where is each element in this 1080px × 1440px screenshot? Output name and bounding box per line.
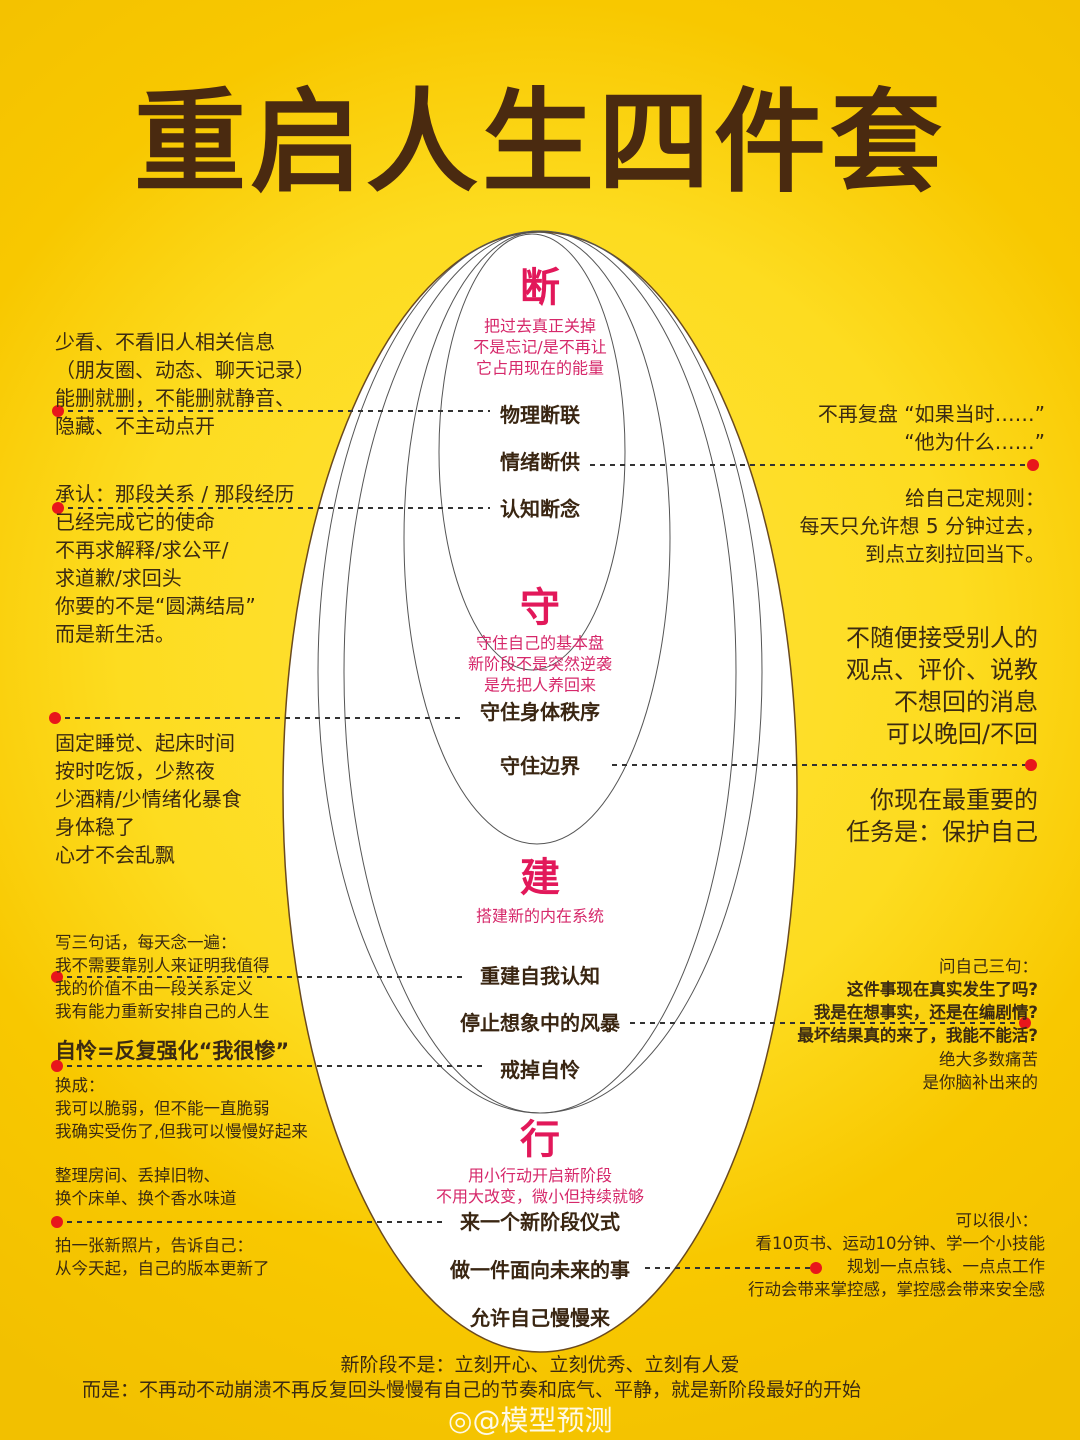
red-dot — [1019, 1017, 1031, 1029]
item-future-action: 做一件面向未来的事 — [450, 1258, 630, 1282]
section-head-guard: 守 — [520, 585, 560, 631]
note-future-intro: 可以很小： — [955, 1211, 1039, 1230]
item-emotional-cutoff: 情绪断供 — [500, 450, 580, 474]
item-stop-storm: 停止想象中的风暴 — [460, 1011, 620, 1035]
weibo-icon: ◎ — [448, 1404, 473, 1437]
red-dot — [51, 1060, 63, 1072]
note-future-3: 行动会带来掌控感，掌控感会带来安全感 — [748, 1280, 1045, 1299]
note-future-1: 看10页书、运动10分钟、学一个小技能 — [755, 1234, 1046, 1253]
red-dot — [1027, 459, 1039, 471]
note-emotion-b: 给自己定规则： 每天只允许想 5 分钟过去， 到点立刻拉回当下。 — [799, 486, 1045, 566]
note-self-cognition: 写三句话，每天念一遍： 我不需要靠别人来证明我值得 我的价值不由一段关系定义 我… — [55, 933, 270, 1021]
red-dot — [49, 712, 61, 724]
cut-ellipse — [438, 233, 626, 671]
red-dot — [52, 502, 64, 514]
section-head-cut: 断 — [520, 265, 560, 311]
item-cognitive-cutoff: 认知断念 — [500, 497, 580, 521]
note-pity: 换成： 我可以脆弱，但不能一直脆弱 我确实受伤了,但我可以慢慢好起来 — [55, 1076, 308, 1141]
page-title: 重启人生四件套 — [134, 78, 946, 208]
watermark-text: @模型预测 — [472, 1404, 613, 1437]
section-subtitle-build: 搭建新的内在系统 — [475, 906, 604, 926]
red-dot — [52, 405, 64, 417]
note-future-2: 规划一点点钱、一点点工作 — [847, 1257, 1045, 1276]
red-dot — [51, 1216, 63, 1228]
item-ritual: 来一个新阶段仪式 — [460, 1210, 620, 1234]
section-subtitle-guard: 守住自己的基本盘 新阶段不是突然逆袭 是先把人养回来 — [467, 633, 612, 695]
note-cognitive: 承认：那段关系 / 那段经历 已经完成它的使命 不再求解释/求公平/ 求道歉/求… — [55, 482, 295, 646]
build-ellipse-inner — [343, 230, 737, 1114]
item-quit-self-pity: 戒掉自怜 — [500, 1058, 580, 1082]
note-storm-end: 绝大多数痛苦 是你脑补出来的 — [922, 1050, 1039, 1092]
watermark-logo: ◎@模型预测 — [448, 1405, 612, 1437]
section-subtitle-act: 用小行动开启新阶段 不用大改变，微小但持续就够 — [435, 1166, 644, 1206]
item-physical-disconnect: 物理断联 — [500, 403, 580, 427]
item-body-order: 守住身体秩序 — [480, 700, 600, 724]
note-physical: 少看、不看旧人相关信息 （朋友圈、动态、聊天记录） 能删就删，不能删就静音、 隐… — [55, 330, 315, 438]
red-dot — [1025, 759, 1037, 771]
red-dot — [810, 1262, 822, 1274]
item-self-cognition: 重建自我认知 — [480, 964, 600, 988]
note-body: 固定睡觉、起床时间 按时吃饭，少熬夜 少酒精/少情绪化暴食 身体稳了 心才不会乱… — [55, 731, 242, 867]
note-storm-questions: 这件事现在真实发生了吗? 我是在想事实，还是在编剧情? 最坏结果真的来了，我能不… — [797, 980, 1038, 1045]
footer-line-1: 新阶段不是：立刻开心、立刻优秀、立刻有人爱 — [340, 1354, 740, 1376]
note-emotion-a: 不再复盘 “如果当时……” “他为什么……” — [817, 402, 1045, 454]
section-head-build: 建 — [520, 855, 560, 901]
section-subtitle-cut: 把过去真正关掉 不是忘记/是不再让 它占用现在的能量 — [473, 316, 607, 378]
footer-line-2: 而是：不再动不动崩溃不再反复回头慢慢有自己的节奏和底气、平静，就是新阶段最好的开… — [82, 1379, 862, 1401]
note-pity-head: 自怜=反复强化“我很惨” — [55, 1039, 290, 1063]
guard-ellipse — [403, 231, 671, 845]
note-ritual-a: 整理房间、丢掉旧物、 换个床单、换个香水味道 — [55, 1166, 237, 1208]
note-boundary-b: 你现在最重要的 任务是：保护自己 — [846, 786, 1038, 846]
red-dot — [51, 971, 63, 983]
item-boundary: 守住边界 — [500, 754, 580, 778]
note-storm-intro: 问自己三句： — [939, 957, 1038, 976]
section-head-act: 行 — [520, 1117, 560, 1163]
note-boundary-a: 不随便接受别人的 观点、评价、说教 不想回的消息 可以晚回/不回 — [846, 624, 1038, 748]
item-slow-down: 允许自己慢慢来 — [470, 1306, 610, 1330]
note-ritual-b: 拍一张新照片，告诉自己： 从今天起，自己的版本更新了 — [55, 1236, 270, 1278]
